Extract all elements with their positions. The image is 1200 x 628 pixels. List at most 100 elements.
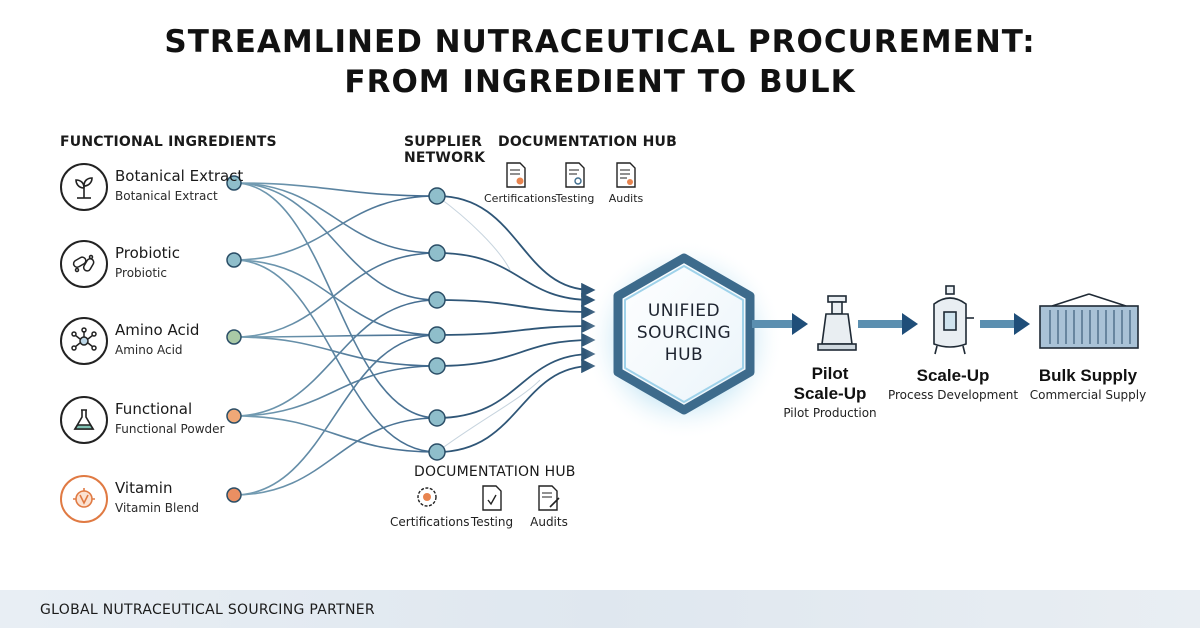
- tank-leg: [934, 345, 938, 355]
- badge-seal-icon: [417, 487, 437, 507]
- ingredient-to-supplier-links: [233, 182, 438, 496]
- vessel-body: [821, 313, 853, 345]
- stage-title: Pilot: [811, 364, 849, 383]
- ingredient-subtitle: Probiotic: [115, 266, 167, 280]
- stage-bulk-supply: Bulk Supply Commercial Supply: [1026, 366, 1150, 402]
- faint-links: [436, 195, 541, 453]
- stage-title-2: Scale-Up: [793, 384, 867, 403]
- audit-document-icon: [538, 485, 560, 511]
- link: [436, 346, 596, 419]
- doc-label: Certifications: [390, 515, 470, 529]
- hub-label-line-3: HUB: [664, 345, 704, 365]
- ingredient-subtitle: Botanical Extract: [115, 189, 218, 203]
- doc-item-certifications-bottom: Certifications: [390, 485, 470, 529]
- link: [233, 299, 438, 417]
- ingredient-node-functional: [226, 408, 242, 424]
- ingredient-vitamin: Vitamin Vitamin Blend: [60, 475, 240, 525]
- link: [233, 182, 438, 254]
- crane-line: [1088, 293, 1127, 307]
- reactor-tank-icon: [933, 285, 974, 355]
- leaf-sprout-icon: [60, 163, 108, 211]
- container-ribs: [1049, 310, 1131, 344]
- link: [233, 334, 438, 496]
- sourcing-network-diagram: [226, 175, 1139, 503]
- supplier-node: [428, 244, 446, 262]
- link: [233, 182, 438, 197]
- tank-leg: [962, 345, 966, 355]
- supplier-node: [428, 443, 446, 461]
- testing-document-icon: [565, 162, 585, 188]
- supplier-network-line-1: SUPPLIER: [404, 134, 483, 150]
- vitamin-capsule-icon: [60, 475, 108, 523]
- supplier-to-hub-links: [436, 195, 596, 453]
- link: [233, 252, 438, 338]
- doc-label: Audits: [608, 192, 644, 205]
- doc-item-audits-top: Audits: [604, 162, 648, 205]
- ingredient-subtitle: Vitamin Blend: [115, 501, 199, 515]
- supplier-network-header: SUPPLIER NETWORK: [404, 134, 485, 166]
- stage-title: Bulk Supply: [1038, 366, 1138, 385]
- ingredient-amino-acid: Amino Acid Amino Acid: [60, 317, 240, 367]
- doc-item-audits-bottom: Audits: [526, 485, 572, 529]
- certificate-document-icon: [506, 162, 526, 188]
- link: [233, 182, 438, 419]
- supplier-node: [428, 409, 446, 427]
- arrow-shaft: [752, 320, 792, 328]
- supplier-node: [428, 326, 446, 344]
- tank-window: [943, 311, 957, 331]
- link: [233, 182, 438, 301]
- functional-ingredients-header: FUNCTIONAL INGREDIENTS: [60, 134, 277, 150]
- link: [233, 334, 438, 338]
- arrow-head: [1014, 313, 1030, 335]
- bacteria-icon: [60, 240, 108, 288]
- link: [436, 379, 541, 453]
- page-title: STREAMLINED NUTRACEUTICAL PROCUREMENT: F…: [0, 22, 1200, 102]
- ingredient-node-botanical: [226, 175, 242, 191]
- stage-subtitle: Pilot Production: [783, 406, 877, 420]
- container-body: [1039, 305, 1139, 349]
- link: [436, 195, 596, 298]
- stage-title: Scale-Up: [916, 366, 990, 385]
- supplier-node: [428, 357, 446, 375]
- ingredient-name: Functional: [115, 400, 193, 418]
- stage-arrows: [752, 313, 1030, 335]
- link: [233, 415, 438, 453]
- arrow-shaft: [858, 320, 902, 328]
- doc-label: Audits: [530, 515, 568, 529]
- link: [436, 252, 596, 308]
- stage-pilot-scale-up: Pilot Scale-Up Pilot Production: [770, 364, 890, 420]
- supplier-node: [428, 291, 446, 309]
- link: [233, 365, 438, 417]
- ingredient-probiotic: Probiotic Probiotic: [60, 240, 240, 290]
- ingredient-node-vitamin: [226, 487, 242, 503]
- ingredient-name: Probiotic: [115, 244, 180, 262]
- ingredient-subtitle: Functional Powder: [115, 422, 225, 436]
- shipping-container-icon: [1039, 293, 1139, 349]
- ingredient-botanical: Botanical Extract Botanical Extract: [60, 163, 244, 213]
- arrow-head: [902, 313, 918, 335]
- sourcing-hub-hexagon: [613, 253, 755, 415]
- hub-label-line-2: SOURCING: [636, 323, 732, 343]
- stage-subtitle: Process Development: [887, 388, 1019, 402]
- ingredient-subtitle: Amino Acid: [115, 343, 183, 357]
- link: [233, 195, 438, 261]
- link: [436, 299, 596, 320]
- arrow-head: [792, 313, 808, 335]
- link: [436, 195, 511, 271]
- title-line-1: STREAMLINED NUTRACEUTICAL PROCUREMENT:: [164, 24, 1036, 60]
- sourcing-hub-label: UNIFIED SOURCING HUB: [612, 300, 756, 366]
- hub-inner-edge: [624, 265, 744, 403]
- ingredient-name: Vitamin: [115, 479, 173, 497]
- doc-label: Certifications: [484, 192, 557, 205]
- title-line-2: FROM INGREDIENT TO BULK: [344, 64, 856, 100]
- ingredient-node-probiotic: [226, 252, 242, 268]
- ingredient-name: Botanical Extract: [115, 167, 244, 185]
- arrow-shaft: [980, 320, 1014, 328]
- link: [436, 332, 596, 367]
- vessel-neck: [831, 301, 843, 315]
- ingredient-node-amino: [226, 329, 242, 345]
- doc-item-testing-bottom: Testing: [468, 485, 516, 529]
- doc-item-certifications-top: Certifications: [484, 162, 557, 205]
- ingredient-functional: Functional Functional Powder: [60, 396, 240, 446]
- molecule-icon: [60, 317, 108, 365]
